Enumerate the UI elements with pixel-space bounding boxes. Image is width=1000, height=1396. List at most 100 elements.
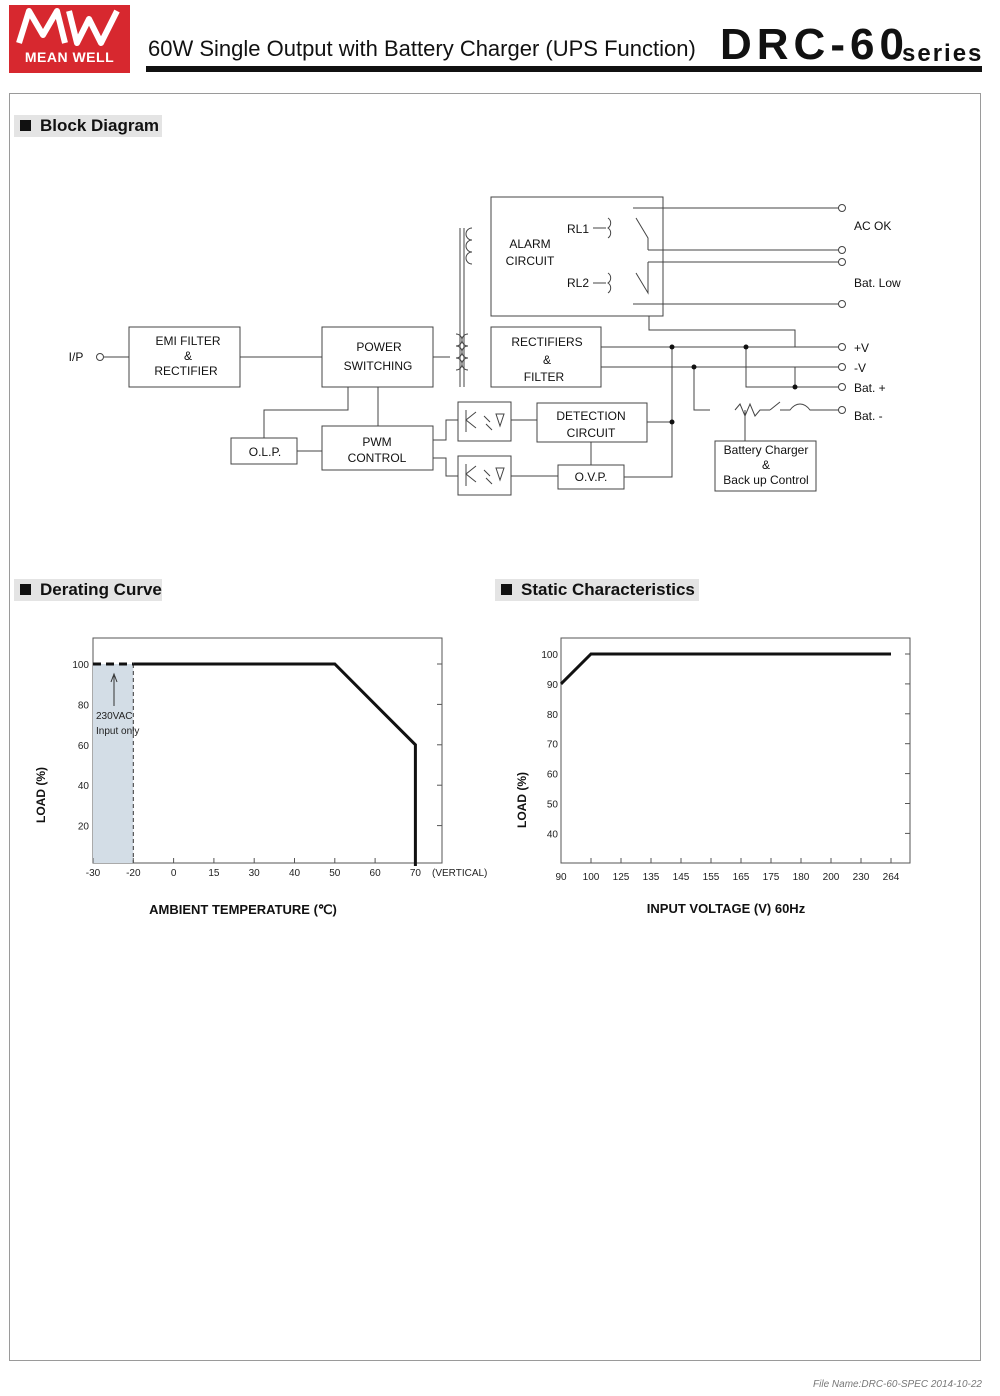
y-tick-label: 40 — [78, 781, 90, 792]
x-tick-label: 155 — [703, 872, 720, 883]
battery-charger-box — [714, 440, 817, 492]
bullet-square-icon — [501, 584, 512, 595]
y-tick-label: 80 — [547, 710, 559, 721]
section-block-diagram: Block Diagram — [14, 115, 162, 137]
rectifiers-label-1: RECTIFIERS — [511, 335, 582, 349]
x-axis-label: INPUT VOLTAGE (V) 60Hz — [647, 901, 806, 916]
relay1-label: RL1 — [567, 222, 589, 236]
x-tick-label: 50 — [329, 868, 341, 879]
x-tick-label: 100 — [583, 872, 600, 883]
emi-label-1: EMI FILTER — [155, 334, 220, 348]
section-title: Derating Curve — [40, 580, 162, 599]
x-tick-label: 0 — [171, 868, 177, 879]
alarm-label-2: CIRCUIT — [506, 254, 555, 268]
y-axis-label: LOAD (%) — [515, 772, 529, 828]
y-axis-label: LOAD (%) — [34, 767, 48, 823]
rectifiers-label-3: FILTER — [524, 370, 565, 384]
power-switching-label-2: SWITCHING — [344, 359, 413, 373]
output-bat-minus: Bat. - — [854, 409, 883, 423]
section-title: Block Diagram — [40, 116, 160, 135]
plot-frame — [92, 637, 443, 864]
relay2-label: RL2 — [567, 276, 589, 290]
annotation-line-2: Input only — [96, 726, 139, 737]
model-series: series — [902, 40, 984, 67]
x-tick-label: 40 — [289, 868, 301, 879]
detection-label-2: CIRCUIT — [567, 426, 616, 440]
bullet-square-icon — [20, 584, 31, 595]
series-line-1 — [133, 662, 417, 866]
section-title: Static Characteristics — [521, 580, 695, 599]
y-tick-label: 40 — [547, 829, 559, 840]
detection-label-1: DETECTION — [556, 409, 625, 423]
x-tick-label: 175 — [763, 872, 780, 883]
x-tick-label: 145 — [673, 872, 690, 883]
x-tick-label: 60 — [370, 868, 382, 879]
series-line-0 — [559, 652, 891, 685]
header-rule — [146, 66, 982, 72]
y-tick-label: 60 — [547, 770, 559, 781]
y-tick-label: 100 — [72, 660, 89, 671]
power-switching-box — [321, 326, 434, 388]
y-tick-label: 80 — [78, 700, 90, 711]
x-tick-label: -30 — [86, 868, 101, 879]
battery-charger-label-3: Back up Control — [723, 473, 808, 487]
page-subtitle: 60W Single Output with Battery Charger (… — [148, 36, 696, 61]
annotation-arrow-icon — [110, 672, 118, 706]
x-tick-label: 70 — [410, 868, 422, 879]
x-tick-label: -20 — [126, 868, 141, 879]
y-tick-label: 90 — [547, 680, 559, 691]
battery-charger-label-2: & — [762, 458, 770, 472]
alarm-circuit-box — [490, 196, 664, 317]
battery-charger-label-1: Battery Charger — [724, 443, 809, 457]
alarm-label-1: ALARM — [509, 237, 550, 251]
mw-logo-mark — [16, 8, 120, 46]
rectifiers-box — [490, 326, 602, 388]
output-bat-low: Bat. Low — [854, 276, 901, 290]
ovp-label: O.V.P. — [575, 470, 608, 484]
logo-text: MEAN WELL — [24, 49, 115, 65]
pwm-label-2: CONTROL — [348, 451, 407, 465]
content-frame — [9, 93, 981, 1361]
emi-label-2: & — [184, 349, 192, 363]
input-terminal — [96, 353, 104, 361]
emi-label-3: RECTIFIER — [154, 364, 218, 378]
x-tick-label: 180 — [793, 872, 810, 883]
output-bat-plus: Bat. + — [854, 381, 886, 395]
static-characteristics-chart: 40 50 60 70 80 90 100 90 100 125 135 145 155 165 175 1… — [515, 637, 911, 916]
x-axis-suffix: (VERTICAL) — [432, 868, 487, 879]
section-derating-curve: Derating Curve — [14, 579, 162, 601]
annotation-line-1: 230VAC — [96, 711, 133, 722]
footer-file-info: File Name:DRC-60-SPEC 2014-10-22 — [813, 1379, 982, 1390]
rectifiers-label-2: & — [543, 353, 551, 367]
shaded-region — [93, 664, 134, 863]
x-tick-label: 230 — [853, 872, 870, 883]
optocoupler-1 — [457, 401, 512, 442]
output-ac-ok: AC OK — [854, 219, 891, 233]
x-axis-label: AMBIENT TEMPERATURE (℃) — [149, 902, 337, 917]
section-static-characteristics: Static Characteristics — [495, 579, 699, 601]
x-tick-label: 135 — [643, 872, 660, 883]
y-tick-label: 50 — [547, 800, 559, 811]
olp-label: O.L.P. — [249, 445, 281, 459]
output-plus-v: +V — [854, 341, 869, 355]
x-tick-label: 165 — [733, 872, 750, 883]
model-name: DRC-60 — [720, 20, 909, 69]
y-tick-label: 70 — [547, 740, 559, 751]
x-tick-label: 264 — [883, 872, 900, 883]
y-tick-label: 100 — [541, 650, 558, 661]
x-tick-label: 200 — [823, 872, 840, 883]
y-tick-label: 60 — [78, 741, 90, 752]
plot-frame — [560, 637, 911, 864]
input-label: I/P — [69, 350, 84, 364]
y-tick-label: 20 — [78, 822, 90, 833]
block-diagram: I/P EMI FILTER & RECTIFIER POWER SWITCHI… — [69, 196, 901, 496]
mean-well-logo — [9, 5, 130, 73]
output-minus-v: -V — [854, 361, 866, 375]
bullet-square-icon — [20, 120, 31, 131]
power-switching-label-1: POWER — [356, 340, 402, 354]
x-tick-label: 90 — [555, 872, 567, 883]
pwm-label-1: PWM — [362, 435, 391, 449]
x-tick-label: 125 — [613, 872, 630, 883]
x-tick-label: 15 — [208, 868, 220, 879]
